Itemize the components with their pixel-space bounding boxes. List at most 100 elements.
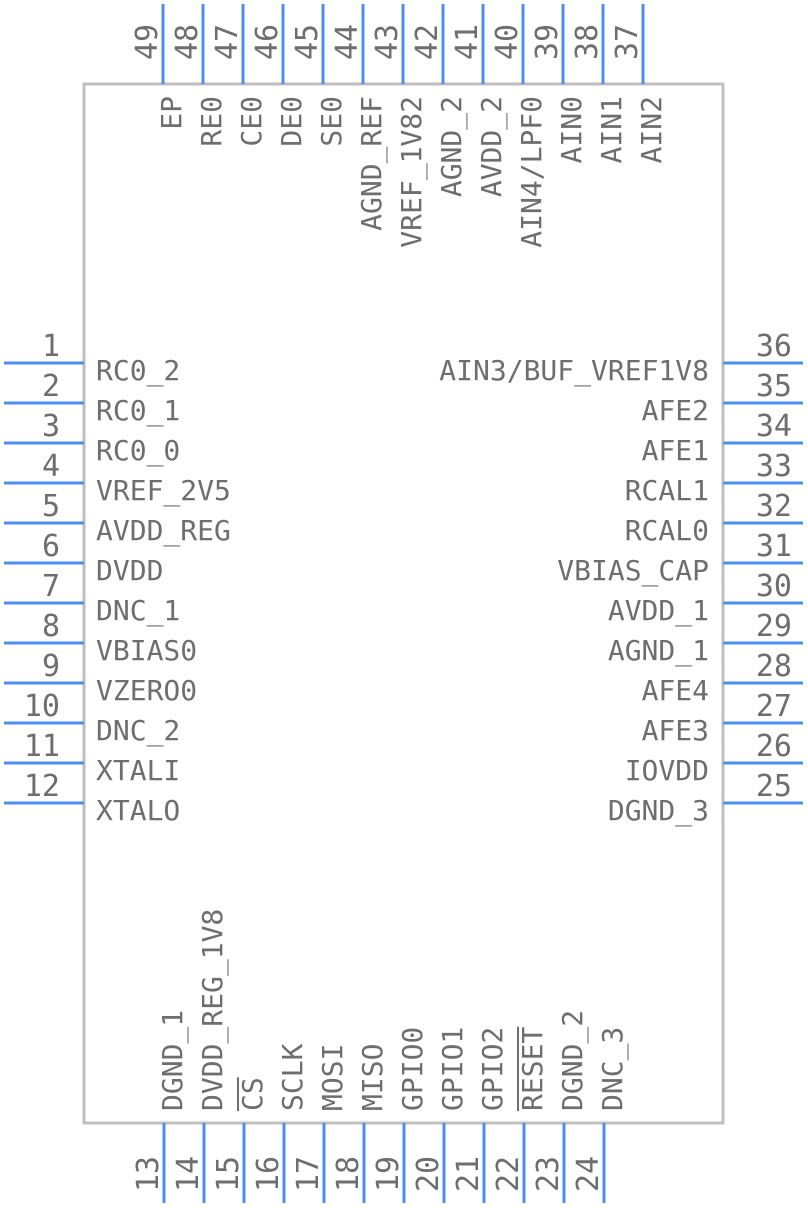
pin-28-name: AFE4 <box>642 674 709 707</box>
pin-5-number: 5 <box>42 489 60 524</box>
pin-22-number: 22 <box>491 1156 526 1192</box>
pin-30-name: AVDD_1 <box>608 594 709 628</box>
pin-48-name: RE0 <box>195 96 228 147</box>
pin-39-name: AIN0 <box>555 96 588 163</box>
pin-7-name: DNC_1 <box>96 594 180 628</box>
pin-49-name: EP <box>155 96 188 130</box>
pin-33-name: RCAL1 <box>625 474 709 507</box>
pin-11-number: 11 <box>24 729 60 764</box>
pin-9-name: VZERO0 <box>96 674 197 707</box>
pin-45-number: 45 <box>290 24 325 60</box>
pin-42-number: 42 <box>410 24 445 60</box>
pin-47-name: CE0 <box>235 96 268 147</box>
pin-14-name: DVDD_REG_1V8 <box>196 909 230 1111</box>
pin-16-number: 16 <box>251 1156 286 1192</box>
pin-31-number: 31 <box>756 529 792 564</box>
pin-44-name: AGND_REF <box>355 96 389 231</box>
pin-29-number: 29 <box>756 609 792 644</box>
pin-13-number: 13 <box>131 1156 166 1192</box>
pin-18-number: 18 <box>331 1156 366 1192</box>
pin-45-name: SE0 <box>315 96 348 147</box>
pin-24-name: DNC_3 <box>596 1027 630 1111</box>
pin-7-number: 7 <box>42 569 60 604</box>
pin-22-name: RESET <box>516 1027 549 1111</box>
pin-33-number: 33 <box>756 449 792 484</box>
pin-4-name: VREF_2V5 <box>96 474 231 508</box>
pin-32-number: 32 <box>756 489 792 524</box>
component-body <box>82 82 725 1125</box>
pin-36-name: AIN3/BUF_VREF1V8 <box>439 354 709 388</box>
pin-36-number: 36 <box>756 329 792 364</box>
pin-41-number: 41 <box>450 24 485 60</box>
pin-27-name: AFE3 <box>642 714 709 747</box>
pin-30-number: 30 <box>756 569 792 604</box>
pin-19-number: 19 <box>371 1156 406 1192</box>
pin-26-number: 26 <box>756 729 792 764</box>
pin-16-name: SCLK <box>276 1043 309 1111</box>
pin-1-number: 1 <box>42 329 60 364</box>
pin-10-number: 10 <box>24 689 60 724</box>
pin-43-name: VREF_1V82 <box>395 96 429 248</box>
pin-4-number: 4 <box>42 449 60 484</box>
pin-29-name: AGND_1 <box>608 634 709 668</box>
pin-31-name: VBIAS_CAP <box>557 554 709 588</box>
pin-8-number: 8 <box>42 609 60 644</box>
pin-2-name: RC0_1 <box>96 394 180 428</box>
pin-24-number: 24 <box>571 1156 606 1192</box>
pin-15-name: CS <box>236 1077 269 1111</box>
pin-38-number: 38 <box>570 24 605 60</box>
pin-13-name: DGND_1 <box>156 1010 190 1111</box>
pin-14-number: 14 <box>171 1156 206 1192</box>
pin-3-name: RC0_0 <box>96 434 180 468</box>
pin-18-name: MISO <box>356 1044 389 1111</box>
pin-25-name: DGND_3 <box>608 794 709 828</box>
pin-12-number: 12 <box>24 769 60 804</box>
pin-17-name: MOSI <box>316 1044 349 1111</box>
pin-32-name: RCAL0 <box>625 514 709 547</box>
pin-21-name: GPIO2 <box>476 1027 509 1111</box>
pin-46-name: DE0 <box>275 96 308 147</box>
pin-34-name: AFE1 <box>642 434 709 467</box>
pin-19-name: GPIO0 <box>396 1027 429 1111</box>
pin-47-number: 47 <box>210 24 245 60</box>
pin-8-name: VBIAS0 <box>96 634 197 667</box>
pin-10-name: DNC_2 <box>96 714 180 748</box>
pin-48-number: 48 <box>170 24 205 60</box>
pin-35-number: 35 <box>756 369 792 404</box>
pin-12-name: XTALO <box>96 794 180 827</box>
pin-1-name: RC0_2 <box>96 354 180 388</box>
pin-34-number: 34 <box>756 409 792 444</box>
pin-23-name: DGND_2 <box>556 1010 590 1111</box>
pin-37-number: 37 <box>610 24 645 60</box>
pin-6-number: 6 <box>42 529 60 564</box>
pin-42-name: AGND_2 <box>435 96 469 197</box>
pin-35-name: AFE2 <box>642 394 709 427</box>
pin-49-number: 49 <box>130 24 165 60</box>
pin-43-number: 43 <box>370 24 405 60</box>
pin-25-number: 25 <box>756 769 792 804</box>
pin-26-name: IOVDD <box>625 754 709 787</box>
pin-9-number: 9 <box>42 649 60 684</box>
pin-2-number: 2 <box>42 369 60 404</box>
pin-38-name: AIN1 <box>595 96 628 163</box>
pin-3-number: 3 <box>42 409 60 444</box>
pin-40-number: 40 <box>490 24 525 60</box>
pin-40-name: AIN4/LPF0 <box>515 96 548 248</box>
pin-23-number: 23 <box>531 1156 566 1192</box>
pin-46-number: 46 <box>250 24 285 60</box>
pin-44-number: 44 <box>330 24 365 60</box>
pin-28-number: 28 <box>756 649 792 684</box>
pin-41-name: AVDD_2 <box>475 96 509 197</box>
pin-39-number: 39 <box>530 24 565 60</box>
pin-15-number: 15 <box>211 1156 246 1192</box>
pin-21-number: 21 <box>451 1156 486 1192</box>
pin-37-name: AIN2 <box>635 96 668 163</box>
pin-6-name: DVDD <box>96 554 163 587</box>
pin-20-name: GPIO1 <box>436 1027 469 1111</box>
pin-17-number: 17 <box>291 1156 326 1192</box>
pin-20-number: 20 <box>411 1156 446 1192</box>
pin-27-number: 27 <box>756 689 792 724</box>
pin-5-name: AVDD_REG <box>96 514 231 548</box>
pin-11-name: XTALI <box>96 754 180 787</box>
